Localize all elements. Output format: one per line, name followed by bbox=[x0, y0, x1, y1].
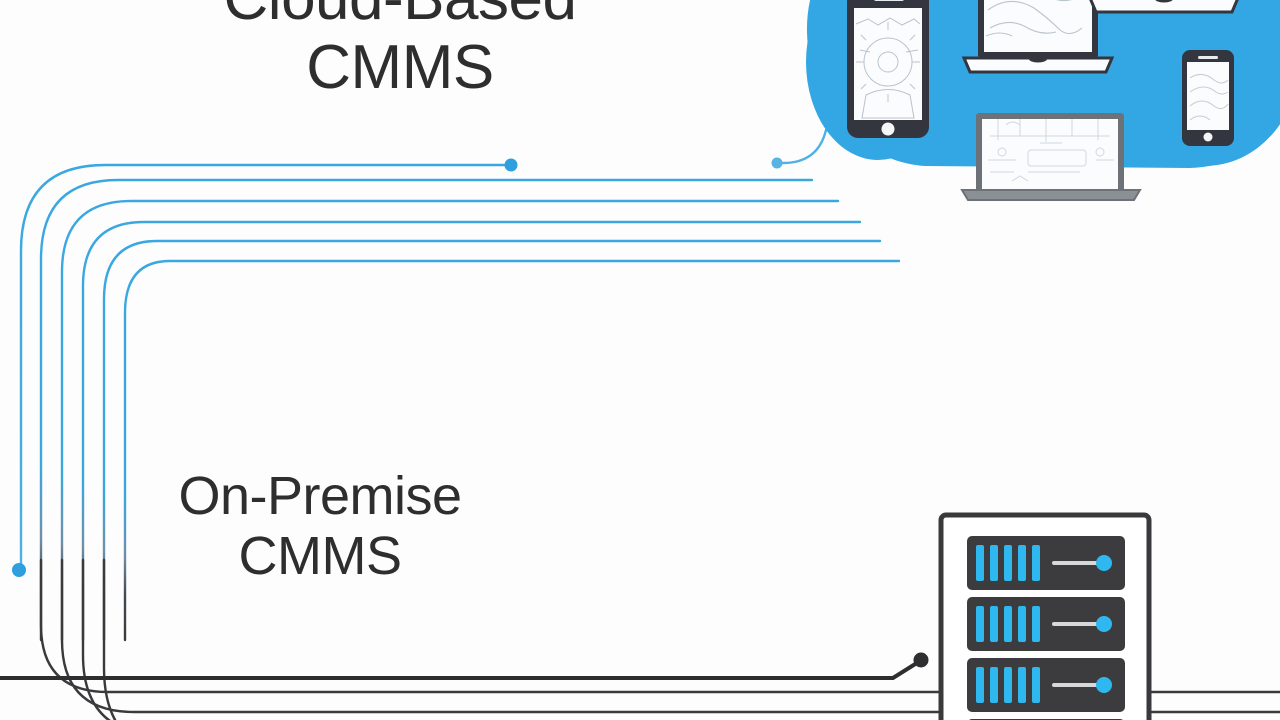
server-unit-3 bbox=[967, 658, 1125, 712]
cloud-line-1 bbox=[19, 163, 513, 568]
server-endpoint-dot bbox=[913, 652, 929, 668]
on-premise-cmms-title: On-Premise CMMS bbox=[178, 466, 462, 587]
onprem-line-3 bbox=[81, 558, 112, 720]
cloud-line-4 bbox=[81, 220, 862, 642]
cloud-stub-lines bbox=[781, 128, 828, 165]
phone-small-right-icon bbox=[1182, 50, 1234, 146]
server-unit-2 bbox=[967, 597, 1125, 651]
server-unit-1-bars bbox=[976, 545, 1040, 581]
cloud-line-2 bbox=[39, 178, 814, 642]
server-unit-2-slider-knob bbox=[1096, 616, 1112, 632]
cloud-line-6 bbox=[123, 259, 901, 642]
cloud-line-5 bbox=[102, 239, 882, 642]
cloud-blob-lobe-center bbox=[870, 0, 1210, 160]
laptop-bottom-center-icon bbox=[960, 113, 1142, 201]
server-unit-3-bars bbox=[976, 667, 1040, 703]
server-unit-2-slider-track bbox=[1052, 622, 1102, 626]
onprem-line-2 bbox=[60, 558, 1280, 714]
cloud-endpoint-left-dot bbox=[504, 158, 518, 172]
laptop-top-center-icon bbox=[961, 0, 1115, 74]
phone-large-left-icon bbox=[847, 0, 929, 138]
onprem-line-1 bbox=[39, 558, 1280, 694]
server-unit-1-slider-knob bbox=[1096, 555, 1112, 571]
server-connector-stub bbox=[0, 659, 922, 680]
cloud-connection-lines bbox=[19, 163, 901, 642]
cloud-based-cmms-title: Cloud-Based CMMS bbox=[224, 0, 577, 103]
server-unit-3-slider-track bbox=[1052, 683, 1102, 687]
server-unit-2-bars bbox=[976, 606, 1040, 642]
onprem-endpoint-left-dot bbox=[12, 563, 26, 577]
server-stub-line bbox=[0, 659, 922, 680]
server-unit-1-slider-track bbox=[1052, 561, 1102, 565]
server-unit-1 bbox=[967, 536, 1125, 590]
cloud-stub-1 bbox=[781, 128, 828, 165]
connection-endpoint-dots bbox=[12, 157, 929, 668]
cloud-line-3 bbox=[60, 199, 840, 642]
cloud-endpoint-right-dot bbox=[771, 157, 783, 169]
server-unit-3-slider-knob bbox=[1096, 677, 1112, 693]
laptop-top-right-icon bbox=[1089, 0, 1239, 14]
